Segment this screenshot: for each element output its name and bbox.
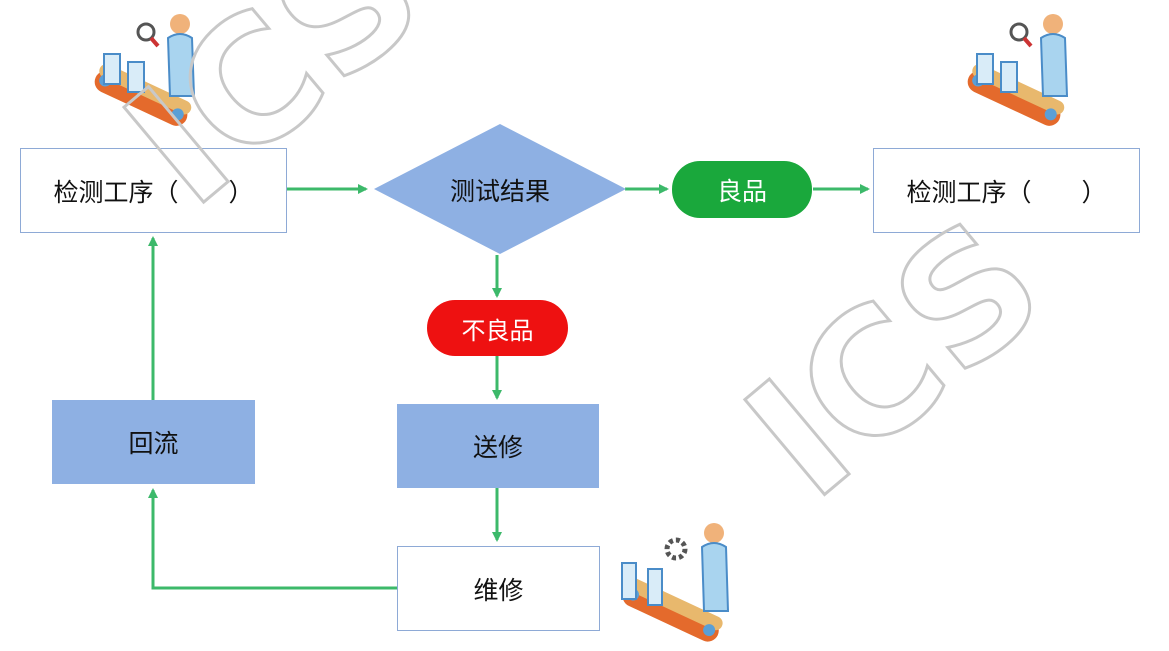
inspector-conveyor-icon [967, 14, 1069, 126]
defective-product-pill: 不良品 [427, 300, 568, 356]
reflow-box: 回流 [52, 400, 255, 484]
good-product-pill: 良品 [672, 161, 812, 218]
inspection-process-left: 检测工序（ ） [20, 148, 287, 233]
repair-box: 维修 [397, 546, 600, 631]
test-result-diamond [374, 124, 626, 254]
inspection-process-right: 检测工序（ ） [873, 148, 1140, 233]
arrow-repair-to-reflow [148, 488, 397, 590]
test-result-label: 测试结果 [449, 177, 550, 206]
send-repair-box: 送修 [397, 404, 599, 488]
inspector-conveyor-icon [94, 14, 196, 126]
repair-worker-conveyor-icon [621, 523, 730, 642]
